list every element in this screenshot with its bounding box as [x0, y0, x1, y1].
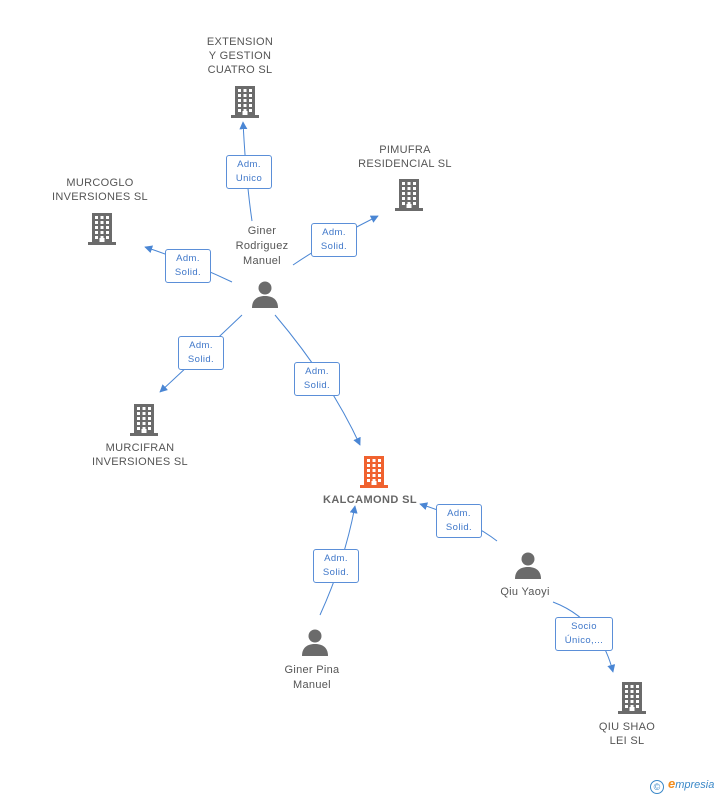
edge-label-adm-solid-murcoglo[interactable]: Adm. Solid. — [165, 249, 211, 283]
empresia-logo-text: mpresia — [675, 779, 715, 791]
edge-label-adm-solid-kalcamond-qiu[interactable]: Adm. Solid. — [436, 504, 482, 538]
node-label-murcifran[interactable]: MURCIFRAN INVERSIONES SL — [92, 442, 188, 468]
company-icon-kalcamond[interactable] — [358, 455, 390, 494]
company-icon-extension[interactable] — [229, 85, 261, 124]
person-glyph-giner_rodriguez — [252, 281, 278, 308]
copyright-icon: © — [650, 780, 664, 794]
edge-label-adm-solid-murcifran[interactable]: Adm. Solid. — [178, 336, 224, 370]
person-glyph-giner_pina — [302, 629, 328, 656]
building-glyph-qiu_shao — [618, 682, 646, 714]
building-glyph-murcifran — [130, 404, 158, 436]
company-icon-murcoglo[interactable] — [86, 212, 118, 251]
node-label-pimufra[interactable]: PIMUFRA RESIDENCIAL SL — [358, 144, 452, 170]
node-label-murcoglo[interactable]: MURCOGLO INVERSIONES SL — [52, 177, 148, 203]
person-icon-qiu-yaoyi[interactable] — [513, 551, 543, 586]
company-icon-qiu-shao[interactable] — [616, 681, 648, 720]
node-label-qiu-shao[interactable]: QIU SHAO LEI SL — [598, 721, 656, 747]
person-icon-giner-pina[interactable] — [300, 628, 330, 663]
node-label-kalcamond[interactable]: KALCAMOND SL — [322, 494, 417, 506]
building-glyph-murcoglo — [88, 213, 116, 245]
node-label-qiu-yaoyi[interactable]: Qiu Yaoyi — [500, 586, 550, 598]
edge-label-adm-solid-kalcamond-giner[interactable]: Adm. Solid. — [294, 362, 340, 396]
empresia-logo-initial: e — [668, 776, 676, 791]
node-label-giner-rodriguez[interactable]: Giner Rodriguez Manuel — [235, 225, 289, 267]
edge-label-socio-unico-qiu-shao[interactable]: Socio Único,... — [555, 617, 613, 651]
edge-label-adm-solid-pimufra[interactable]: Adm. Solid. — [311, 223, 357, 257]
person-glyph-qiu_yaoyi — [515, 552, 541, 579]
person-icon-giner-rodriguez[interactable] — [250, 280, 280, 315]
edge-label-adm-unico-extension[interactable]: Adm. Unico — [226, 155, 272, 189]
company-icon-murcifran[interactable] — [128, 403, 160, 442]
building-glyph-pimufra — [395, 179, 423, 211]
node-label-giner-pina[interactable]: Giner Pina Manuel — [284, 664, 340, 691]
edge-label-adm-solid-kalcamond-pina[interactable]: Adm. Solid. — [313, 549, 359, 583]
building-glyph-extension — [231, 86, 259, 118]
company-icon-pimufra[interactable] — [393, 178, 425, 217]
building-glyph-kalcamond — [360, 456, 388, 488]
node-label-extension[interactable]: EXTENSION Y GESTION CUATRO SL — [206, 36, 274, 76]
empresia-credit[interactable]: © empresia — [650, 776, 714, 794]
